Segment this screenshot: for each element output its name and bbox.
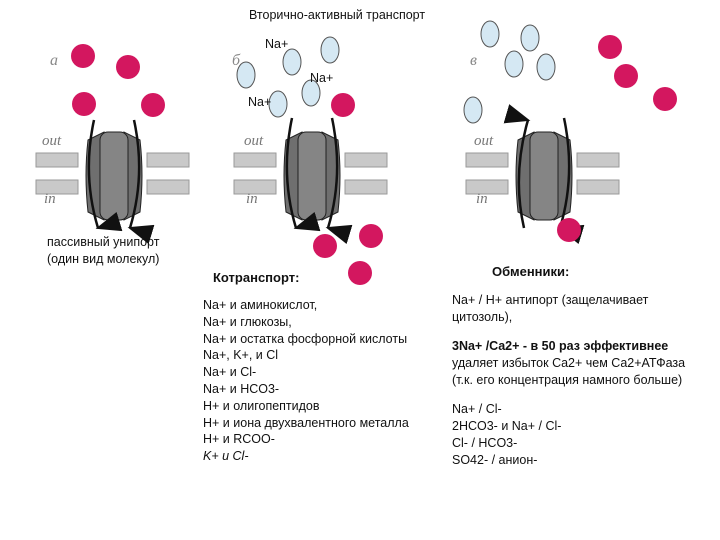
cotransport-heading: Котранспорт:	[213, 270, 300, 285]
panel-b-letter: б	[232, 52, 241, 69]
panel-c-letter: в	[470, 52, 477, 69]
uniport-caption: пассивный унипорт (один вид молекул)	[47, 235, 160, 266]
sodium-ion	[236, 61, 256, 89]
panel-b-channel	[233, 117, 388, 245]
panel-c-in-label: in	[476, 191, 488, 207]
solute-molecule	[557, 218, 581, 242]
sodium-ion	[504, 50, 524, 78]
diagram-title: Вторично-активный транспорт	[249, 8, 426, 22]
cotransport-list: Na+ и аминокислот, Na+ и глюкозы, Na+ и …	[203, 298, 409, 464]
panel-c-channel	[465, 104, 620, 245]
solute-molecule	[614, 64, 638, 88]
na-label: Na+	[248, 95, 272, 109]
panel-c-out-label: out	[474, 133, 494, 149]
sodium-ion	[520, 24, 540, 52]
sodium-ion	[320, 36, 340, 64]
sodium-ion	[301, 79, 321, 107]
solute-molecule	[72, 92, 96, 116]
solute-molecule	[141, 93, 165, 117]
sodium-ion	[268, 90, 288, 118]
solute-molecule	[71, 44, 95, 68]
na-label: Na+	[265, 37, 289, 51]
solute-molecule	[331, 93, 355, 117]
sodium-ion	[282, 48, 302, 76]
solute-molecule	[598, 35, 622, 59]
sodium-ion	[480, 20, 500, 48]
panel-a-in-label: in	[44, 191, 56, 207]
panel-b-out-label: out	[244, 133, 264, 149]
solute-molecule	[359, 224, 383, 248]
exchangers-heading: Обменники:	[492, 264, 570, 279]
panel-a-channel	[35, 119, 190, 245]
solute-molecule	[116, 55, 140, 79]
panel-a-letter: а	[50, 52, 58, 69]
solute-molecule	[348, 261, 372, 285]
na-label: Na+	[310, 71, 334, 85]
sodium-ion	[463, 96, 483, 124]
sodium-ion	[536, 53, 556, 81]
exchangers-list: Na+ / H+ антипорт (защелачивает цитозоль…	[452, 293, 686, 467]
solute-molecule	[653, 87, 677, 111]
solute-molecule	[313, 234, 337, 258]
panel-a-out-label: out	[42, 133, 62, 149]
panel-b-in-label: in	[246, 191, 258, 207]
